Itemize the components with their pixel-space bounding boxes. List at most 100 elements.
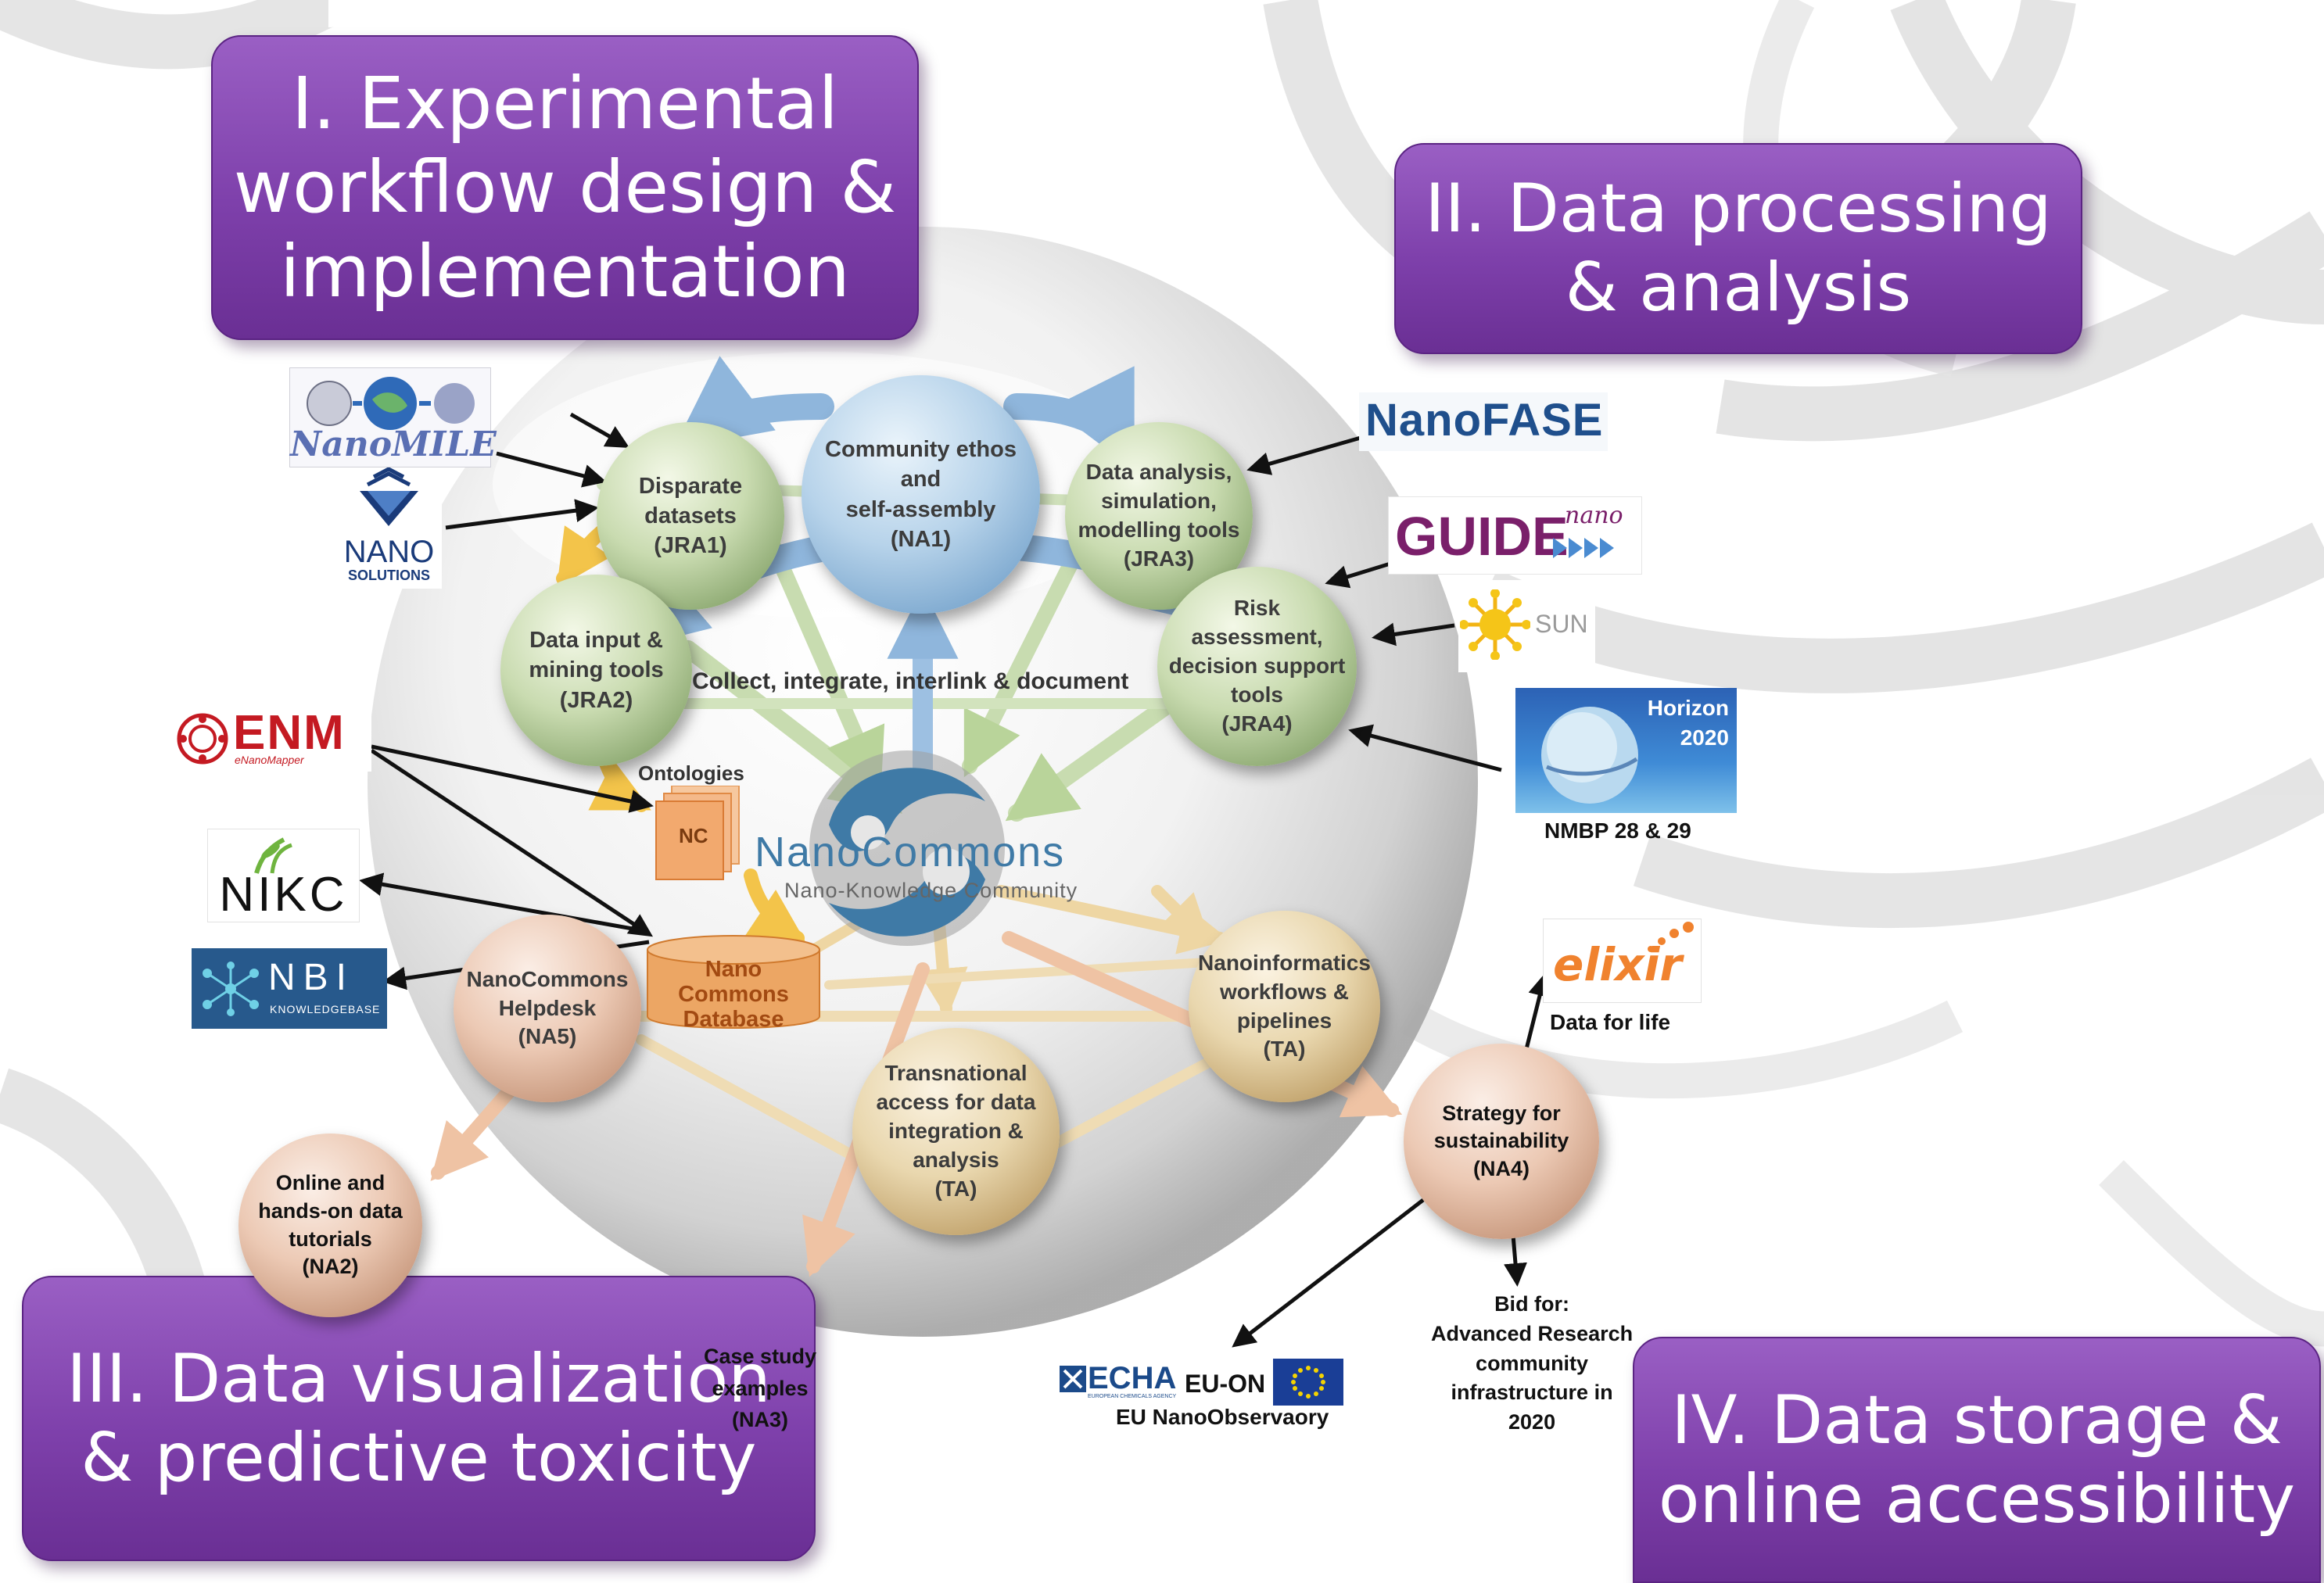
nanofase-text: NanoFASE <box>1365 395 1604 446</box>
case-study-line-2: examples <box>712 1376 809 1400</box>
guidenano-arrows-icon <box>1553 538 1614 558</box>
na2-line-3: tutorials <box>289 1227 372 1251</box>
na2-line-2: hands-on data <box>258 1198 403 1223</box>
guide-text: GUIDE <box>1395 506 1569 567</box>
na4-line-1: Strategy for <box>1442 1101 1561 1125</box>
theme-one-line-3: implementation <box>280 229 850 313</box>
collect-integrate-label: Collect, integrate, interlink & document <box>692 668 1129 694</box>
jra1-line-3: (JRA1) <box>654 533 727 559</box>
na4-line-3: (NA4) <box>1472 1156 1530 1180</box>
enanomapper-logo: ENM eNanoMapper <box>172 705 371 772</box>
node-jra1-disparate-datasets: Disparate datasets (JRA1) <box>597 422 784 610</box>
database-line-1: Nano <box>705 957 762 982</box>
data-for-life-label: Data for life <box>1550 1010 1671 1034</box>
echa-logo: ECHA EUROPEAN CHEMICALS AGENCY <box>1060 1361 1181 1402</box>
elixir-dots-icon <box>1648 922 1694 952</box>
jra3-line-4: (JRA3) <box>1123 546 1195 571</box>
horizon-2020-logo: Horizon 2020 <box>1515 688 1737 813</box>
nc-box-label: NC <box>679 824 708 847</box>
jra1-line-2: datasets <box>644 503 737 528</box>
na2-line-4: (NA2) <box>302 1255 359 1279</box>
na5-line-2: Helpdesk <box>498 995 597 1020</box>
horizon-year-text: 2020 <box>1680 725 1729 750</box>
jra3-line-3: modelling tools <box>1078 518 1240 542</box>
eu-flag <box>1273 1359 1343 1406</box>
bid-label: Bid for: Advanced Research community inf… <box>1431 1290 1633 1438</box>
theme-box-visualization: III. Data visualization & predictive tox… <box>22 1276 816 1561</box>
enm-molecule-icon <box>177 713 228 765</box>
theme-three-line-1: III. Data visualization <box>66 1339 771 1418</box>
elixir-logo: elixir <box>1543 919 1702 1003</box>
bid-line-3: community <box>1476 1351 1589 1375</box>
jra4-line-3: decision support <box>1168 654 1346 679</box>
nanomile-logo: NanoMILE <box>289 367 497 467</box>
bid-line-1: Bid for: <box>1494 1292 1570 1316</box>
theme-box-experimental: I. Experimental workflow design & implem… <box>211 35 919 340</box>
nano-solutions-text-bottom: SOLUTIONS <box>347 568 430 583</box>
sun-logo: SUN <box>1458 580 1595 672</box>
ta-workflows-line-4: (TA) <box>1263 1037 1306 1062</box>
eu-observatory-label: EU NanoObservaory <box>1116 1405 1329 1429</box>
case-study-line-3: (NA3) <box>732 1408 789 1431</box>
case-study-label: Case study examples (NA3) <box>704 1341 816 1436</box>
ta-access-line-5: (TA) <box>934 1176 977 1201</box>
jra3-line-1: Data analysis, <box>1085 460 1232 485</box>
guidenano-logo: GUIDE nano <box>1388 496 1642 575</box>
bid-line-2: Advanced Research <box>1431 1321 1634 1345</box>
jra2-line-1: Data input & <box>529 628 663 654</box>
node-na5-helpdesk: NanoCommons Helpdesk (NA5) <box>454 915 641 1102</box>
node-ta-nanoinformatics-workflows: Nanoinformatics workflows & pipelines (T… <box>1189 911 1380 1102</box>
na2-line-1: Online and <box>275 1171 386 1195</box>
echa-mark-icon <box>1060 1366 1086 1392</box>
jra3-line-2: simulation, <box>1101 489 1217 514</box>
nano-solutions-icon <box>360 467 418 526</box>
na1-line-1: Community ethos <box>825 436 1017 462</box>
enm-text: ENM <box>233 706 346 760</box>
sun-text: SUN <box>1535 610 1588 638</box>
database-line-3: Database <box>683 1006 784 1032</box>
theme-one-line-2: workflow design & <box>233 145 897 230</box>
theme-one-line-1: I. Experimental <box>291 61 839 145</box>
ontologies-label: Ontologies <box>638 761 744 785</box>
ta-workflows-line-3: pipelines <box>1236 1008 1332 1033</box>
node-ta-transnational-access: Transnational access for data integratio… <box>852 1028 1060 1235</box>
nikc-text: NIKC <box>219 868 348 922</box>
ta-access-line-1: Transnational <box>884 1061 1028 1086</box>
node-na1-community-ethos: Community ethos and self-assembly (NA1) <box>802 375 1040 614</box>
nbi-knowledgebase-text: KNOWLEDGEBASE <box>270 1003 381 1015</box>
jra4-line-5: (JRA4) <box>1221 711 1293 736</box>
database-label: Nano Commons Database <box>649 957 818 1033</box>
bid-line-4: infrastructure in <box>1451 1381 1613 1405</box>
nmbp-label: NMBP 28 & 29 <box>1544 818 1691 843</box>
ta-workflows-line-2: workflows & <box>1220 979 1349 1004</box>
guidenano-text: nano <box>1565 502 1623 529</box>
nanocommons-tagline: Nano-Knowledge Community <box>784 879 1078 902</box>
nanocommons-emblem <box>809 750 1005 946</box>
jra1-line-1: Disparate <box>638 473 743 499</box>
theme-two-line-1: II. Data processing <box>1425 170 2052 249</box>
ta-access-line-2: access for data <box>876 1090 1036 1115</box>
jra4-line-1: Risk <box>1233 596 1281 621</box>
jra2-line-3: (JRA2) <box>559 687 633 713</box>
jra4-line-4: tools <box>1231 682 1283 707</box>
na5-line-3: (NA5) <box>518 1024 577 1049</box>
na5-line-1: NanoCommons <box>466 966 629 991</box>
ta-workflows-line-1: Nanoinformatics <box>1198 950 1371 975</box>
eu-stars-icon <box>1291 1366 1325 1399</box>
ta-access-line-3: integration & <box>888 1119 1024 1144</box>
nikc-bamboo-icon <box>254 837 292 874</box>
case-study-line-1: Case study <box>704 1345 817 1368</box>
theme-three-line-2: & predictive toxicity <box>81 1418 757 1497</box>
nanofase-logo: NanoFASE <box>1359 392 1608 451</box>
enanomapper-text: eNanoMapper <box>235 754 304 766</box>
nanomile-text: NanoMILE <box>290 424 497 464</box>
euon-label: EU-ON <box>1185 1370 1266 1398</box>
na1-line-4: (NA1) <box>890 526 952 552</box>
na1-line-3: self-assembly <box>845 496 996 522</box>
node-jra4-risk-assessment: Risk assessment, decision support tools … <box>1157 567 1357 766</box>
nano-solutions-text-top: NANO <box>343 535 435 569</box>
node-na2-tutorials: Online and hands-on data tutorials (NA2) <box>238 1134 422 1317</box>
database-line-2: Commons <box>678 981 789 1007</box>
node-na4-sustainability: Strategy for sustainability (NA4) <box>1404 1044 1599 1239</box>
